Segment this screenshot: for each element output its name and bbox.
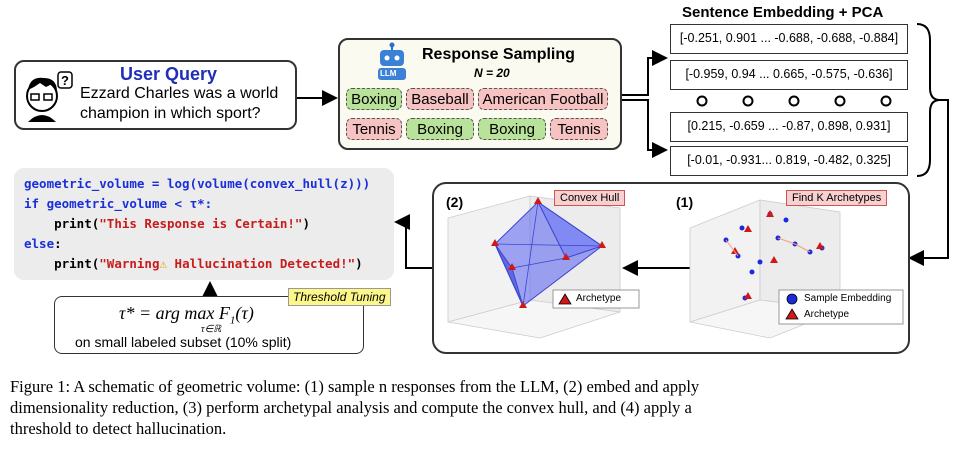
sampling-n-label: N = 20 [474,66,510,80]
threshold-subset-text: on small labeled subset (10% split) [75,334,292,350]
sampling-title: Response Sampling [422,46,575,63]
code-warning-string-a: "Warning [99,256,160,271]
chip-tennis-2: Tennis [550,118,608,140]
figure-caption: Figure 1: A schematic of geometric volum… [10,376,960,439]
panel-left-tag: Convex Hull [554,190,626,206]
chip-boxing-3: Boxing [478,118,546,140]
convex-hull [494,201,604,307]
chip-boxing-1: Boxing [346,88,402,110]
panel-right-legend-1: Sample Embedding [804,293,892,304]
code-line-3: print("This Response is Certain!") [24,214,394,234]
embedding-row-2: [-0.959, 0.94 ... 0.665, -0.575, -0.636] [670,60,908,90]
threshold-box: τ* = arg max F1(τ) τ∈ℝ on small labeled … [54,296,364,354]
ellipsis-circles [696,95,892,107]
panel-left-number: (2) [446,194,464,210]
archetype-markers [731,210,824,299]
chip-american-football: American Football [478,88,608,110]
user-avatar-icon: ? [26,71,73,122]
panel-right-legend-2: Archetype [804,309,850,320]
code-if-keyword: if [24,196,40,211]
left-legend-box [552,289,640,309]
panel-right-number: (1) [676,194,694,210]
threshold-formula: τ* = arg max F1(τ) [119,303,254,327]
code-line-2: if geometric_volume < τ*: [24,194,394,214]
code-line-1: geometric_volume = log(volume(convex_hul… [24,174,394,194]
code-paren-2: ) [355,256,363,271]
code-colon: : [54,236,62,251]
code-print-2: print( [24,256,100,271]
code-certain-string: "This Response is Certain!" [99,216,303,231]
right-legend-box [778,289,904,325]
code-line-4: else: [24,234,394,254]
user-query-line2: champion in which sport? [80,105,261,122]
user-query-title: User Query [120,64,218,84]
archetype-panels-box [432,182,910,354]
code-line-5: print("Warning⚠ Hallucination Detected!"… [24,254,394,274]
arrow-hull-to-code [394,214,432,269]
formula-lhs: τ* = arg max F [119,303,230,323]
embedding-row-1: [-0.251, 0.901 ... -0.688, -0.688, -0.88… [670,24,908,54]
embedding-row-4: [-0.01, -0.931... 0.819, -0.482, 0.325] [670,146,908,176]
chip-tennis-1: Tennis [346,118,402,140]
caption-line-2: dimensionality reduction, (3) perform ar… [10,398,692,417]
left-legend-archetype-icon [558,293,572,305]
user-query-box: ? User Query Ezzard Charles was a world … [14,60,297,130]
formula-sub: 1 [229,314,236,327]
threshold-tuning-tag: Threshold Tuning [288,288,391,306]
svg-text:?: ? [61,73,69,88]
formula-rhs: (τ) [235,303,254,323]
panel-left-legend: Archetype [576,293,622,304]
arrow-sampling-down [622,99,668,158]
code-warning-string-b: Hallucination Detected!" [167,256,356,271]
embedding-title: Sentence Embedding + PCA [682,4,884,21]
embedding-row-3: [0.215, -0.659 ... -0.87, 0.898, 0.931] [670,112,908,142]
chip-boxing-2: Boxing [406,118,474,140]
caption-line-1: Figure 1: A schematic of geometric volum… [10,377,700,396]
warning-icon: ⚠ [159,256,168,271]
robot-icon [378,42,406,80]
right-legend-sample-icon [786,293,798,305]
robot-label: LLM [380,69,397,78]
code-paren-1: ) [302,216,310,231]
hull-archetype-markers [491,197,606,308]
panel-right-tag: Find K Archetypes [786,190,888,206]
code-else-keyword: else [24,236,55,251]
user-query-line1: Ezzard Charles was a world [80,85,279,102]
code-if-condition: geometric_volume < τ*: [39,196,213,211]
arrow-embed-to-archetypes [908,99,949,266]
formula-under: τ∈ℝ [201,324,222,335]
code-box: geometric_volume = log(volume(convex_hul… [14,168,394,280]
chip-baseball: Baseball [406,88,474,110]
right-legend-archetype-icon [785,308,799,320]
archetype-links [725,237,811,257]
arrow-sampling-up [622,50,668,96]
caption-line-3: threshold to detect hallucination. [10,419,227,438]
code-line-1-text: geometric_volume = log(volume(convex_hul… [24,176,371,191]
code-print-1: print( [24,216,100,231]
